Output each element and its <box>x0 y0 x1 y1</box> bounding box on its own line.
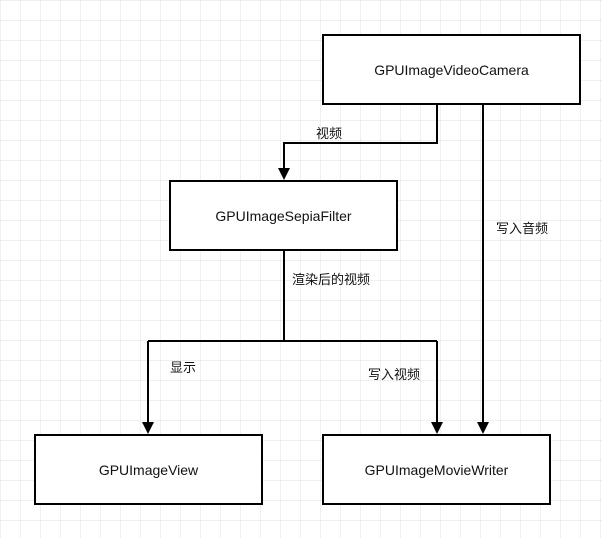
arrowhead-writer-audio <box>477 422 489 434</box>
label-write-audio: 写入音频 <box>496 222 549 237</box>
arrowhead-view <box>142 422 154 434</box>
edge-camera-to-sepia <box>283 104 438 169</box>
label-rendered-video: 渲染后的视频 <box>292 273 371 288</box>
node-sepia-filter: GPUImageSepiaFilter <box>169 180 398 251</box>
label-write-video: 写入视频 <box>368 368 421 383</box>
node-image-view: GPUImageView <box>34 434 263 505</box>
label-display: 显示 <box>170 361 197 376</box>
arrowhead-sepia <box>278 168 290 180</box>
arrowhead-writer-video <box>431 422 443 434</box>
node-movie-writer: GPUImageMovieWriter <box>322 434 551 505</box>
node-video-camera: GPUImageVideoCamera <box>322 34 581 105</box>
label-video: 视频 <box>316 127 343 142</box>
